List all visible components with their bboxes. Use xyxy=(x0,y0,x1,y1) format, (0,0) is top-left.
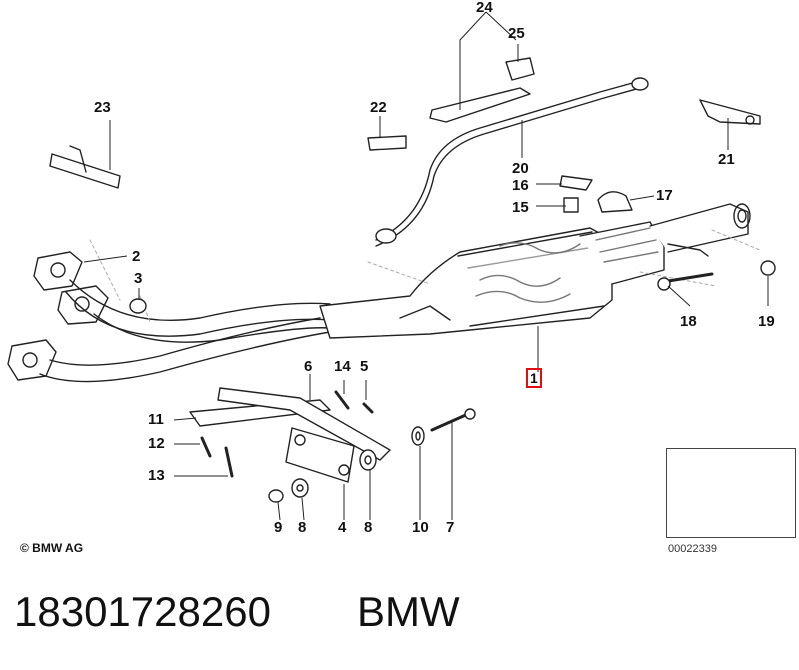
part-number: 18301728260 xyxy=(14,588,271,635)
callout-15[interactable]: 15 xyxy=(512,199,529,216)
callout-25[interactable]: 25 xyxy=(508,25,525,42)
callout-4[interactable]: 4 xyxy=(338,519,347,536)
callout-24[interactable]: 24 xyxy=(476,0,493,16)
callout-11[interactable]: 11 xyxy=(148,411,164,428)
manifold-flange-3 xyxy=(7,339,57,381)
callout-22[interactable]: 22 xyxy=(370,99,387,116)
callout-14[interactable]: 14 xyxy=(334,358,351,375)
callout-18[interactable]: 18 xyxy=(680,313,697,330)
callout-3[interactable]: 3 xyxy=(134,270,143,287)
callout-21[interactable]: 21 xyxy=(718,151,735,168)
copyright-notice: © BMW AG xyxy=(20,541,84,555)
callout-5[interactable]: 5 xyxy=(360,358,369,375)
callout-23[interactable]: 23 xyxy=(94,99,111,116)
vehicle-location-inset xyxy=(666,448,796,538)
callout-20[interactable]: 20 xyxy=(512,160,529,177)
callout-6[interactable]: 6 xyxy=(304,358,313,375)
callout-19[interactable]: 19 xyxy=(758,313,775,330)
callout-8-right[interactable]: 8 xyxy=(364,519,373,536)
callout-12[interactable]: 12 xyxy=(148,435,165,452)
callout-16[interactable]: 16 xyxy=(512,177,529,194)
callout-10[interactable]: 10 xyxy=(412,519,429,536)
drawing-number: 00022339 xyxy=(668,543,717,555)
callout-17[interactable]: 17 xyxy=(656,187,673,204)
callout-9[interactable]: 9 xyxy=(274,519,283,536)
callout-13[interactable]: 13 xyxy=(148,467,165,484)
callout-2[interactable]: 2 xyxy=(132,248,141,265)
callout-1-highlighted[interactable]: 1 xyxy=(526,368,542,388)
brand-name: BMW xyxy=(357,588,460,635)
callout-8-left[interactable]: 8 xyxy=(298,519,307,536)
callout-7[interactable]: 7 xyxy=(446,519,455,536)
